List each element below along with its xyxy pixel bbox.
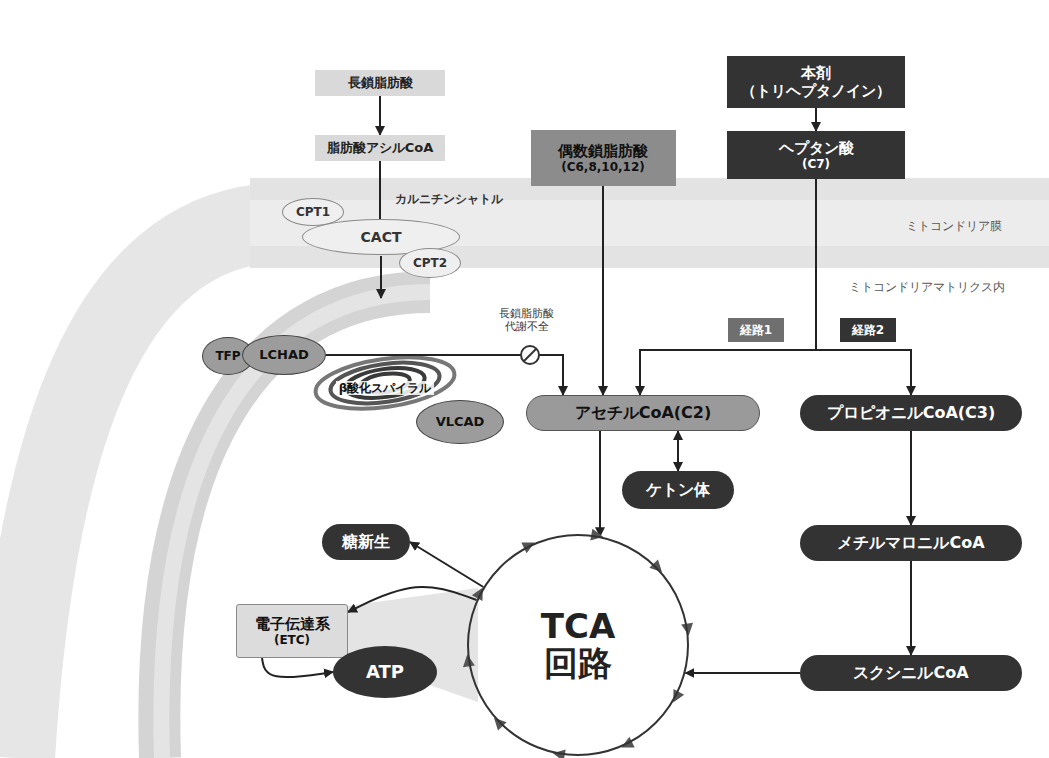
input-box: 脂肪酸アシルCoA [315,135,445,161]
drug-box: 本剤（トリヘプタノイン） [727,56,905,108]
annotation-label: β酸化スパイラル [336,381,435,395]
shuttle-arrow [380,256,382,298]
annotation-label: 長鎖脂肪酸 代謝不全 [498,307,556,333]
cycle-arrowhead [472,585,488,601]
inhibition-symbol [524,349,536,361]
enzyme-ellipse: LCHAD [242,335,326,375]
cycle-arrowhead [552,747,566,758]
node-text: プロピオニルCoA(C3) [827,403,996,422]
metabolite-pill: スクシニルCoA [800,655,1022,691]
node-text: ケトン体 [646,480,710,499]
connector-arrow [410,542,483,587]
node-text: CACT [361,229,402,246]
node-text: スクシニルCoA [853,663,968,682]
node-text: 偶数鎖脂肪酸 [558,142,648,160]
cycle-arrowhead [649,559,666,576]
node-text: 脂肪酸アシルCoA [327,140,434,156]
node-text: 本剤 [801,64,831,82]
process-pill: 糖新生 [322,524,410,560]
connector-arrow [815,108,817,131]
cycle-arrowhead [668,689,684,705]
tca-cycle-circle: TCA 回路 [467,534,689,756]
cycle-arrowhead [619,737,635,753]
node-text: 糖新生 [342,532,390,551]
connector-arrow [348,587,477,612]
node-text: アセチルCoA(C2) [575,403,712,422]
enzyme-ellipse: CPT2 [399,248,461,278]
metabolite-pill: ケトン体 [622,471,734,509]
route-tag: 経路2 [840,318,896,342]
node-text: （トリヘプタノイン） [741,82,891,100]
node-text: 電子伝達系 [255,615,330,633]
substrate-box: ヘプタン酸(C7) [727,131,905,179]
connector-arrow [677,431,679,471]
node-text: 経路1 [740,323,772,337]
node-text: (ETC) [274,633,310,647]
route-tag: 経路1 [728,318,784,342]
substrate-box: 偶数鎖脂肪酸(C6,8,10,12) [531,130,676,186]
node-text: 長鎖脂肪酸 [348,75,413,91]
metabolite-pill: メチルマロニルCoA [800,525,1022,561]
connector-arrow [910,561,912,655]
enzyme-ellipse: VLCAD [416,400,504,444]
metabolite-pill: アセチルCoA(C2) [526,395,760,431]
annotation-label: ミトコンドリア膜 [906,219,1002,233]
node-text: ヘプタン酸 [779,139,854,157]
node-text: ATP [366,661,404,683]
node-text: CPT2 [413,256,447,270]
annotation-label: カルニチンシャトル [395,192,503,206]
connector-arrow [685,672,800,674]
connector-arrow [379,96,381,135]
inhibition-symbol [521,346,539,364]
connector-arrow [379,161,381,219]
cycle-arrowhead [490,714,507,731]
connector-arrow [602,186,604,395]
node-text: (C6,8,10,12) [561,160,645,174]
node-text: メチルマロニルCoA [837,533,984,552]
node-text: 経路2 [852,323,884,337]
membrane-band [250,178,1049,268]
metabolite-pill: プロピオニルCoA(C3) [800,395,1022,431]
node-text: TCA 回路 [534,608,622,683]
connector-arrow [599,431,601,536]
node-text: LCHAD [259,347,309,363]
node-text: VLCAD [436,414,485,430]
node-text: (C7) [802,157,830,171]
connector-arrow [262,658,333,677]
connector-arrow [640,179,816,395]
annotation-label: ミトコンドリアマトリクス内 [849,280,1005,294]
input-box: 長鎖脂肪酸 [315,70,445,96]
atp-ellipse: ATP [333,646,437,698]
process-box: 電子伝達系(ETC) [236,604,348,658]
node-text: CPT1 [296,205,330,219]
connector-arrow [910,431,912,525]
node-text: TFP [215,349,240,363]
cycle-arrowhead [521,537,537,553]
